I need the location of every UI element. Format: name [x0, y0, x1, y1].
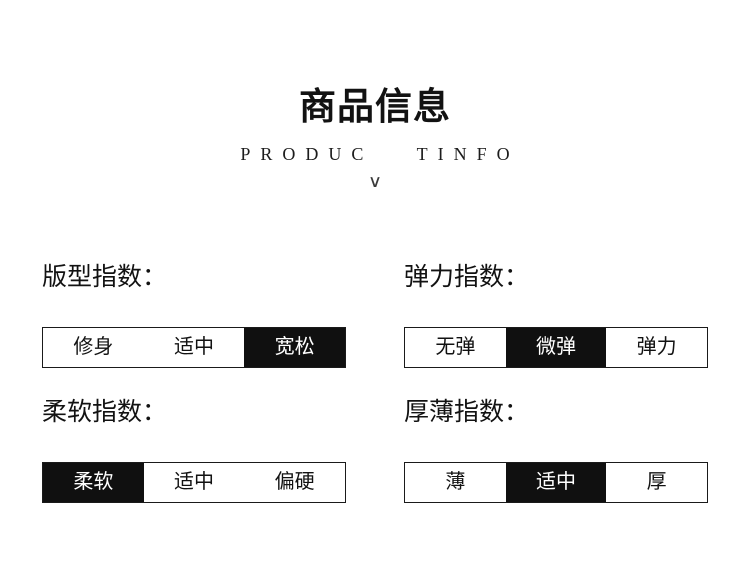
index-grid: 版型指数： 修身 适中 宽松 弹力指数： 无弹 微弹 弹力 柔软指数： 柔软 适… — [42, 261, 708, 503]
index-label: 弹力指数： — [404, 263, 530, 291]
scale-option: 微弹 — [505, 328, 607, 367]
index-label: 柔软指数： — [42, 398, 168, 426]
index-block-softness: 柔软指数： 柔软 适中 偏硬 — [42, 396, 346, 503]
chevron-down-icon: ∨ — [367, 172, 383, 191]
scale-option: 弹力 — [636, 336, 677, 358]
index-scale-table: 无弹 微弹 弹力 — [404, 327, 708, 368]
index-block-thickness: 厚薄指数： 薄 适中 厚 — [404, 396, 708, 503]
scale-option: 适中 — [505, 463, 607, 502]
section-title: 商品信息 — [299, 86, 451, 127]
scale-option: 宽松 — [244, 328, 346, 367]
index-block-fit: 版型指数： 修身 适中 宽松 — [42, 261, 346, 368]
scale-option: 适中 — [174, 471, 214, 493]
scale-option: 适中 — [174, 336, 214, 358]
index-label: 版型指数： — [42, 263, 168, 291]
index-label: 厚薄指数： — [404, 398, 530, 426]
scale-option: 薄 — [445, 471, 466, 493]
index-scale-table: 柔软 适中 偏硬 — [42, 462, 346, 503]
index-block-elasticity: 弹力指数： 无弹 微弹 弹力 — [404, 261, 708, 368]
scale-option: 偏硬 — [274, 471, 315, 493]
section-header: 商品信息 PRODUC TINFO ∨ — [0, 86, 750, 192]
scale-option: 厚 — [646, 471, 667, 493]
section-subtitle: PRODUC TINFO — [240, 144, 520, 164]
scale-option: 柔软 — [43, 463, 144, 502]
scale-option: 修身 — [73, 336, 114, 358]
scale-option: 无弹 — [435, 336, 476, 358]
index-scale-table: 薄 适中 厚 — [404, 462, 708, 503]
index-scale-table: 修身 适中 宽松 — [42, 327, 346, 368]
